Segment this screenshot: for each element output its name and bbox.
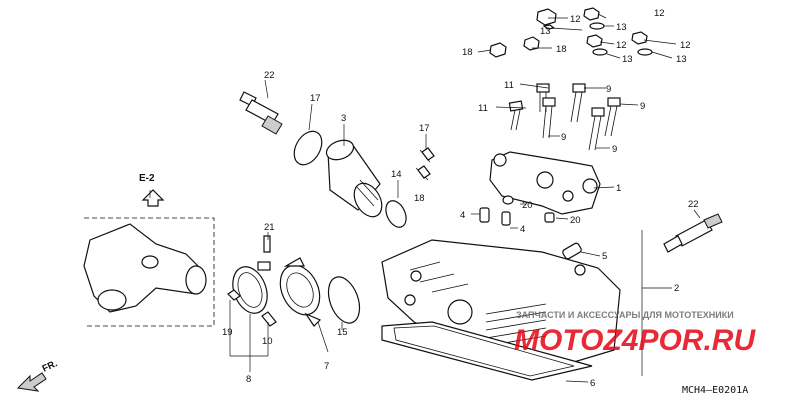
front-direction-arrow [16, 372, 47, 392]
callout-8: 8 [246, 374, 251, 385]
callout-11: 11 [504, 80, 514, 91]
callout-12: 12 [680, 40, 691, 51]
callout-4: 4 [460, 210, 465, 221]
o-ring-16 [293, 130, 323, 166]
callout-22: 22 [264, 70, 275, 81]
callout-14: 14 [391, 169, 402, 180]
watermark-tagline: ЗАПЧАСТИ И АКСЕССУАРЫ ДЛЯ МОТОТЕХНИКИ [516, 310, 734, 320]
callout-6: 6 [590, 378, 595, 389]
spark-plug-rear [239, 91, 283, 135]
leader-lines [149, 13, 701, 383]
flange-bolts [508, 83, 621, 151]
callout-5: 5 [602, 251, 607, 262]
section-reference: E-2 [139, 173, 155, 184]
clamp-band [232, 261, 271, 314]
spark-plug-front [663, 213, 723, 253]
callout-9: 9 [612, 144, 617, 155]
callout-18: 18 [556, 44, 567, 55]
callout-labels: 12 13 12 13 12 12 18 18 13 13 11 9 11 9 … [222, 8, 699, 389]
callout-15: 15 [337, 327, 348, 338]
clamp-bolt-21 [263, 235, 271, 253]
callout-18: 18 [462, 47, 473, 58]
callout-12: 12 [616, 40, 627, 51]
callout-13: 13 [540, 26, 551, 37]
o-ring-14 [385, 200, 407, 228]
watermark-brand: MOTOZ4POR.RU [514, 324, 756, 357]
callout-20: 20 [570, 215, 581, 226]
bolt-10 [261, 311, 277, 327]
cylinder-head [381, 239, 621, 369]
callout-12: 12 [654, 8, 665, 19]
callout-10: 10 [262, 336, 273, 347]
callout-22: 22 [688, 199, 699, 210]
e2-reference-arrow [141, 189, 165, 207]
bolt-19 [227, 289, 241, 301]
diagram-reference-code: MCH4—E0201A [682, 385, 748, 396]
callout-9: 9 [606, 84, 611, 95]
callout-13: 13 [676, 54, 687, 65]
callout-13: 13 [622, 54, 633, 65]
callout-19: 19 [222, 327, 233, 338]
callout-20: 20 [522, 200, 533, 211]
cylinder-head-gasket [381, 321, 593, 381]
callout-4: 4 [520, 224, 525, 235]
watermark: ЗАПЧАСТИ И АКСЕССУАРЫ ДЛЯ МОТОТЕХНИКИ MO… [514, 310, 756, 357]
callout-1: 1 [616, 183, 621, 194]
callout-9: 9 [561, 132, 566, 143]
o-ring-15 [327, 276, 361, 324]
front-label: FR. [41, 358, 60, 374]
stud-bolts [415, 147, 435, 181]
callout-21: 21 [264, 222, 275, 233]
intake-insulator [325, 139, 383, 218]
callout-7: 7 [324, 361, 329, 372]
callout-3: 3 [341, 113, 346, 124]
rocker-arm-holder [489, 151, 601, 215]
callout-11: 11 [478, 103, 488, 114]
callout-12: 12 [570, 14, 581, 25]
callout-17: 17 [419, 123, 430, 134]
callout-16: 17 [310, 93, 321, 104]
callout-17: 18 [414, 193, 425, 204]
callout-13: 13 [616, 22, 627, 33]
e2-reference-box [83, 217, 215, 327]
dowel-pins [479, 195, 582, 260]
callout-9: 9 [640, 101, 645, 112]
insulator-joint [279, 257, 322, 327]
callout-2: 2 [674, 283, 679, 294]
